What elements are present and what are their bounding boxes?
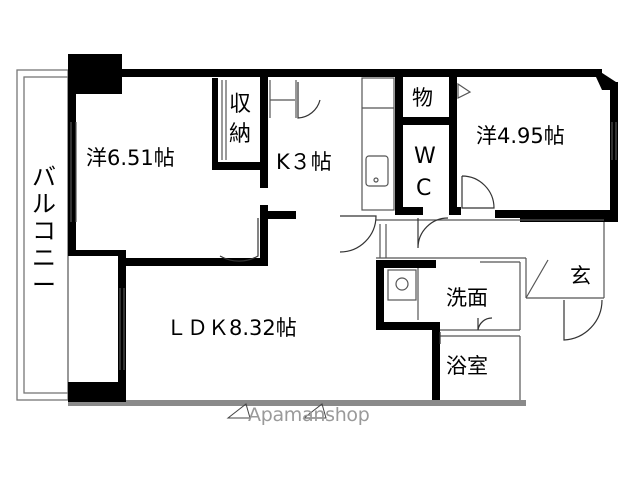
door-swings bbox=[219, 82, 603, 344]
room-label-western-b: 洋4.95帖 bbox=[476, 124, 565, 148]
room-label-western-a: 洋6.51帖 bbox=[86, 146, 175, 170]
exterior-walls bbox=[68, 54, 618, 402]
room-label-toilet-c: C bbox=[416, 176, 432, 201]
watermark: Apamanshop bbox=[248, 404, 370, 426]
floor-slab bbox=[68, 400, 526, 406]
interior-walls bbox=[122, 70, 615, 400]
room-label-ldk: ＬＤＫ8.32帖 bbox=[166, 316, 297, 340]
room-label-kitchen: K３帖 bbox=[276, 150, 332, 174]
room-label-balcony: バルコニー bbox=[32, 163, 56, 299]
room-label-entrance: 玄 bbox=[570, 264, 591, 288]
fixture-lines bbox=[70, 77, 617, 400]
room-label-storage: 収納 bbox=[228, 92, 251, 147]
room-label-closet: 物 bbox=[412, 86, 433, 110]
room-label-toilet-w: W bbox=[414, 144, 436, 169]
sliding-door-marks bbox=[226, 403, 327, 419]
room-label-washroom: 洗面 bbox=[446, 286, 488, 310]
room-label-bathroom: 浴室 bbox=[446, 354, 488, 378]
